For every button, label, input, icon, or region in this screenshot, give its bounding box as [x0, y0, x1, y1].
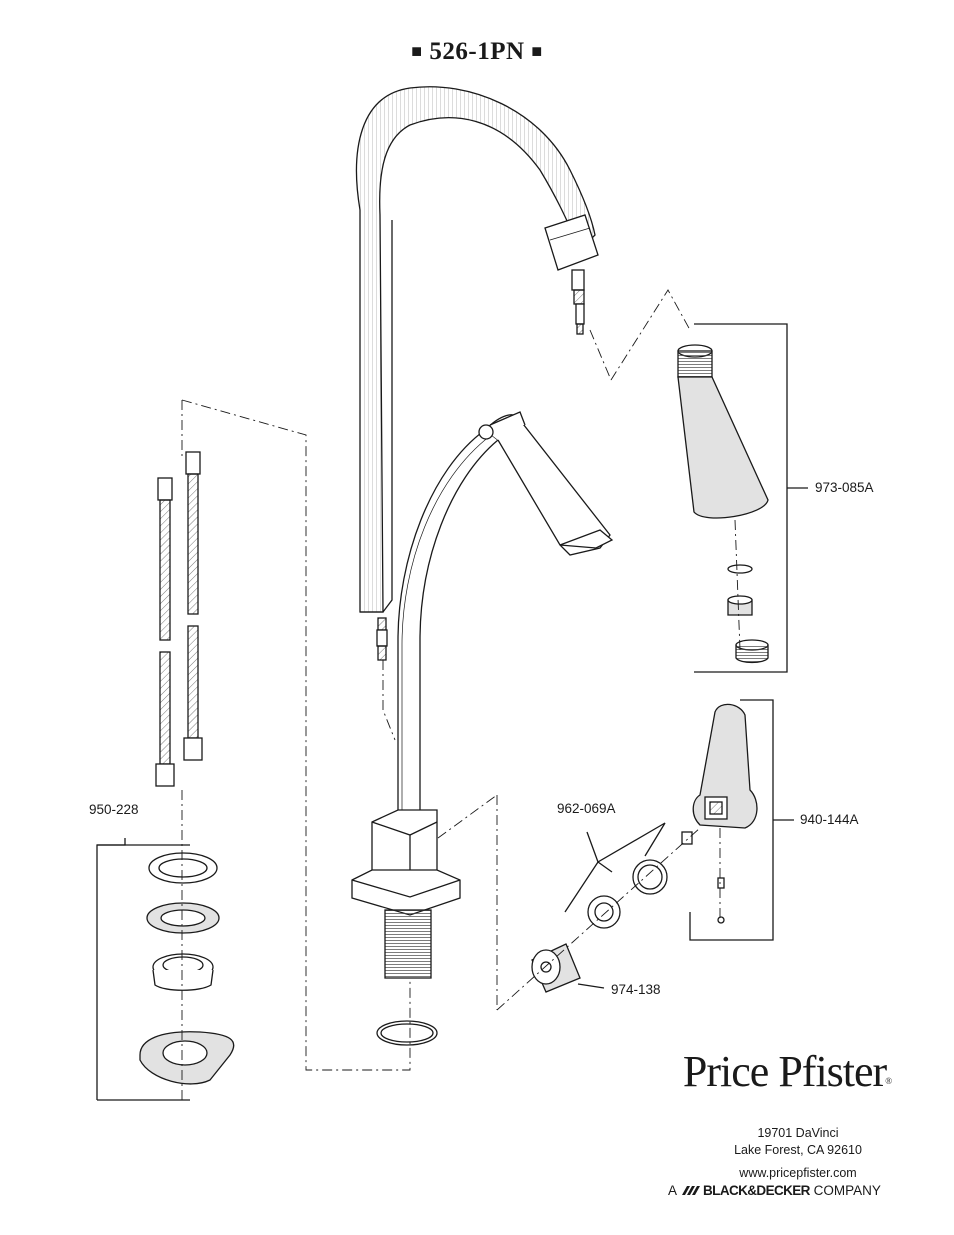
hose-connector-bottom [376, 617, 388, 661]
registered-mark: ® [885, 1076, 892, 1086]
faucet-body [397, 411, 614, 820]
brand-name: Price Pfister [682, 1047, 887, 1096]
website-url: www.pricepfister.com [739, 1166, 857, 1180]
price-pfister-logo: Price Pfister® [662, 1050, 912, 1094]
faucet-base [351, 809, 461, 1046]
handle [681, 703, 758, 924]
model-number: 526-1PN [429, 38, 525, 65]
callout-962-069A: 962-069A [557, 801, 616, 816]
spray-head [677, 344, 769, 664]
callout-brackets [96, 323, 808, 1101]
address-city: Lake Forest, CA 92610 [734, 1143, 862, 1157]
supply-hoses [155, 451, 203, 787]
company-line: A BLACK&DECKER COMPANY [668, 1183, 918, 1198]
mounting-hardware [139, 852, 235, 1085]
callout-974-138: 974-138 [611, 982, 661, 997]
assembly-guide-lines [181, 289, 741, 1100]
callout-950-228: 950-228 [89, 802, 139, 817]
title-bullet-left: ■ [411, 41, 423, 61]
cartridge-parts [531, 859, 668, 993]
address-street: 19701 DaVinci [757, 1126, 839, 1140]
callout-973-085A: 973-085A [815, 480, 874, 495]
hose-connector-top [571, 269, 585, 335]
gooseneck-spout [355, 86, 599, 613]
title-bullet-right: ■ [531, 41, 543, 61]
black-and-decker-logo-icon [682, 1186, 701, 1195]
callout-940-144A: 940-144A [800, 812, 859, 827]
company-prefix: A [668, 1183, 677, 1198]
page-title: ■ 526-1PN ■ [0, 38, 954, 66]
company-suffix: COMPANY [813, 1183, 881, 1198]
company-brand: BLACK&DECKER [703, 1183, 810, 1198]
